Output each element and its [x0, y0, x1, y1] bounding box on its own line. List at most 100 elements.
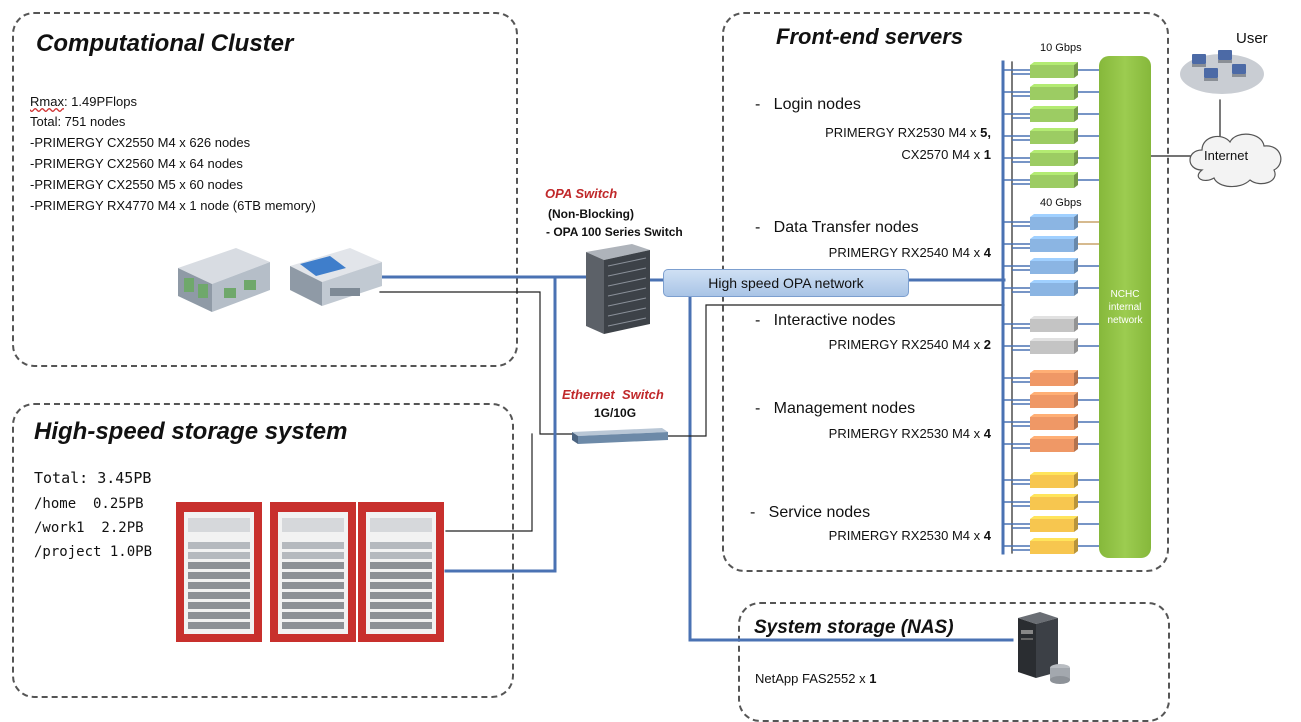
- login-nodes-label: - Login nodes: [755, 96, 861, 114]
- login-node-box-side: [1074, 172, 1078, 188]
- management-nodes-name: Management nodes: [773, 400, 916, 417]
- opa-network-nas-link: [688, 294, 1014, 642]
- nchc-network-label: NCHC internal network: [1099, 288, 1151, 327]
- login-node-box-side: [1074, 128, 1078, 144]
- management-node-box-side: [1074, 370, 1078, 386]
- data-transfer-node-box-side: [1074, 236, 1078, 252]
- interactive-nodes-spec: PRIMERGY RX2540 M4 x 2: [829, 337, 991, 352]
- login-node-box: [1030, 131, 1074, 144]
- ethernet-switch-device: [572, 428, 668, 444]
- bullet: -: [755, 312, 761, 329]
- cluster-ethernet-link: [379, 291, 573, 435]
- nas-title: System storage (NAS): [754, 617, 954, 638]
- internet-cloud: [1189, 133, 1282, 188]
- management-node-box: [1030, 439, 1074, 452]
- storage-disk-shelf: [188, 542, 250, 549]
- storage-disk-shelf: [282, 622, 344, 629]
- speed-10gbps: 10 Gbps: [1040, 42, 1082, 54]
- data-transfer-node-box-top: [1030, 258, 1078, 261]
- storage-disk-shelf: [370, 582, 432, 589]
- node-link: [1003, 243, 1030, 249]
- interactive-node-box-side: [1074, 316, 1078, 332]
- storage-disk-shelf: [188, 592, 250, 599]
- nchc-label-line2: internal: [1108, 302, 1142, 313]
- data-transfer-node-box-top: [1030, 214, 1078, 217]
- storage-disk-shelf: [188, 562, 250, 569]
- storage-disk-shelf: [282, 562, 344, 569]
- nas-spec: NetApp FAS2552 x 1: [755, 669, 876, 689]
- storage-disk-shelf: [370, 552, 432, 559]
- data-transfer-node-box: [1030, 261, 1074, 274]
- opa-switch-line1: (Non-Blocking): [548, 207, 634, 221]
- node-link: [1003, 323, 1030, 329]
- bullet: -: [750, 504, 756, 521]
- node-link: [1003, 421, 1030, 427]
- login-spec-2-text: CX2570 M4 x: [901, 147, 984, 162]
- login-node-box: [1030, 87, 1074, 100]
- data-transfer-nodes-name: Data Transfer nodes: [773, 219, 919, 236]
- storage-disk-shelf: [370, 612, 432, 619]
- management-node-box-top: [1030, 392, 1078, 395]
- node-link: [1003, 443, 1030, 449]
- login-node-box-side: [1074, 106, 1078, 122]
- management-node-box-side: [1074, 414, 1078, 430]
- login-node-box-side: [1074, 150, 1078, 166]
- user-label: User: [1236, 30, 1268, 47]
- storage-disk-shelf: [370, 562, 432, 569]
- data-transfer-node-box-side: [1074, 280, 1078, 296]
- computational-cluster-box: [12, 12, 518, 367]
- storage-disk-shelf: [282, 612, 344, 619]
- node-link: [1003, 345, 1030, 351]
- data-transfer-nodes-spec: PRIMERGY RX2540 M4 x 4: [829, 245, 991, 260]
- data-transfer-node-box-top: [1030, 236, 1078, 239]
- login-node-box: [1030, 175, 1074, 188]
- service-node-box-side: [1074, 538, 1078, 554]
- management-nodes-spec: PRIMERGY RX2530 M4 x 4: [829, 426, 991, 441]
- management-node-box-top: [1030, 436, 1078, 439]
- data-transfer-node-box-side: [1074, 258, 1078, 274]
- login-node-box-side: [1074, 62, 1078, 78]
- storage-title: High-speed storage system: [34, 418, 348, 445]
- service-spec-text: PRIMERGY RX2530 M4 x: [828, 528, 984, 543]
- bullet: -: [755, 96, 761, 113]
- login-node-box-top: [1030, 150, 1078, 153]
- data-transfer-spec-count: 4: [983, 245, 991, 260]
- nchc-label-line3: network: [1107, 315, 1143, 326]
- node-link: [1003, 113, 1030, 119]
- cluster-spec-0: Total: 751 nodes: [30, 114, 126, 129]
- storage-disk-shelf: [370, 602, 432, 609]
- data-transfer-node-box-top: [1030, 280, 1078, 283]
- node-link: [1003, 479, 1030, 485]
- node-link: [1003, 157, 1030, 163]
- interactive-nodes-name: Interactive nodes: [773, 312, 896, 329]
- data-transfer-spec-text: PRIMERGY RX2540 M4 x: [828, 245, 984, 260]
- storage-racks: [176, 502, 444, 642]
- storage-home: /home 0.25PB: [34, 496, 144, 512]
- cluster-spec-2: -PRIMERGY CX2560 M4 x 64 nodes: [30, 156, 243, 171]
- data-transfer-node-box: [1030, 217, 1074, 230]
- login-nodes-spec-2: CX2570 M4 x 1: [901, 147, 991, 162]
- service-spec-count: 4: [983, 528, 991, 543]
- network-diagram-graphics: [176, 50, 1282, 684]
- interactive-spec-count: 2: [983, 337, 991, 352]
- management-nodes-label: - Management nodes: [755, 400, 915, 418]
- cluster-title: Computational Cluster: [36, 30, 294, 57]
- storage-disk-shelf: [282, 572, 344, 579]
- service-node-box: [1030, 497, 1074, 510]
- node-link: [1003, 69, 1030, 75]
- opa-switch-title: OPA Switch: [545, 186, 618, 201]
- service-node-box-side: [1074, 516, 1078, 532]
- service-node-box-top: [1030, 538, 1078, 541]
- nchc-internal-network: [1099, 56, 1151, 558]
- node-link: [1003, 523, 1030, 529]
- cluster-rmax: Rmax: 1.49PFlops: [30, 92, 137, 112]
- bullet: -: [755, 219, 761, 236]
- data-transfer-node-box-side: [1074, 214, 1078, 230]
- node-link: [1003, 179, 1030, 185]
- login-node-box-side: [1074, 84, 1078, 100]
- login-spec-1-count: 5,: [980, 125, 991, 140]
- node-link: [1003, 501, 1030, 507]
- nas-spec-count: 1: [869, 671, 877, 686]
- service-node-box-top: [1030, 472, 1078, 475]
- service-node-box: [1030, 541, 1074, 554]
